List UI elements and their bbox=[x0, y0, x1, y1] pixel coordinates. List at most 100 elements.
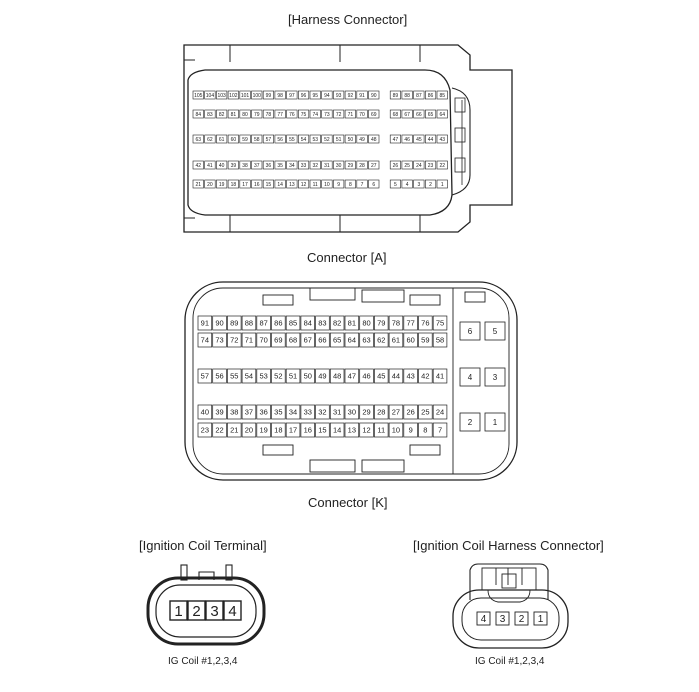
connector-k-pin-label: 49 bbox=[318, 372, 326, 381]
connector-k-large-pin-box bbox=[484, 321, 506, 341]
connector-k-pin-label: 13 bbox=[348, 426, 356, 435]
connector-k-pin-box bbox=[329, 404, 345, 420]
ignition-coil-harness-pin-box bbox=[495, 611, 510, 626]
connector-k-pin-box bbox=[285, 422, 301, 438]
harness-pin-label: 16 bbox=[254, 182, 260, 188]
harness-pin-box bbox=[309, 109, 321, 119]
harness-pin-box bbox=[356, 179, 368, 189]
harness-pin-box bbox=[368, 134, 380, 144]
harness-pin-label: 17 bbox=[242, 182, 248, 188]
harness-pin-box bbox=[297, 179, 310, 189]
harness-pin-box bbox=[333, 134, 345, 144]
connector-k-pin-box bbox=[300, 422, 315, 438]
harness-pin-box bbox=[216, 179, 228, 189]
harness-pin-box bbox=[286, 109, 298, 119]
connector-k-pin-label: 52 bbox=[274, 372, 282, 381]
harness-pin-label: 95 bbox=[312, 93, 318, 99]
connector-k-pin-label: 40 bbox=[201, 408, 209, 417]
connector-k-pin-label: 9 bbox=[409, 426, 413, 435]
harness-pin-box bbox=[356, 134, 368, 144]
connector-k-pin-box bbox=[227, 422, 242, 438]
harness-pin-box bbox=[239, 179, 251, 189]
harness-pin-label: 51 bbox=[336, 137, 342, 143]
harness-pin-box bbox=[321, 90, 333, 100]
harness-pin-label: 40 bbox=[219, 163, 225, 169]
connector-k-pin-label: 12 bbox=[362, 426, 370, 435]
connector-k-pin-box bbox=[344, 422, 360, 438]
harness-pin-box bbox=[262, 179, 275, 189]
harness-pin-label: 5 bbox=[394, 182, 397, 188]
harness-pin-label: 62 bbox=[207, 137, 213, 143]
harness-pin-label: 39 bbox=[231, 163, 237, 169]
connector-k-pin-box bbox=[359, 315, 374, 331]
harness-pin-label: 105 bbox=[194, 93, 203, 99]
harness-pin-box bbox=[401, 179, 413, 189]
harness-pin-box bbox=[297, 134, 310, 144]
connector-k-pin-box bbox=[359, 368, 374, 384]
connector-k-pin-box bbox=[241, 422, 257, 438]
connector-k-pin-label: 91 bbox=[201, 319, 209, 328]
connector-k-pin-box bbox=[403, 422, 418, 438]
harness-pin-box bbox=[286, 160, 298, 170]
harness-pin-box bbox=[356, 109, 368, 119]
harness-pin-label: 26 bbox=[393, 163, 399, 169]
connector-k-pin-box bbox=[212, 368, 227, 384]
connector-k-pin-box bbox=[329, 368, 345, 384]
connector-k-pin-label: 14 bbox=[333, 426, 341, 435]
connector-k-pin-box bbox=[403, 332, 418, 348]
connector-k-pin-label: 58 bbox=[436, 336, 444, 345]
harness-pin-label: 84 bbox=[195, 112, 201, 118]
harness-pin-label: 22 bbox=[439, 163, 445, 169]
connector-k-pin-label: 47 bbox=[348, 372, 356, 381]
connector-k-pin-label: 24 bbox=[436, 408, 444, 417]
connector-k-pin-label: 38 bbox=[230, 408, 238, 417]
harness-pin-box bbox=[424, 179, 437, 189]
harness-pin-box bbox=[424, 160, 437, 170]
harness-pin-box bbox=[204, 179, 216, 189]
ignition-coil-terminal-title: [Ignition Coil Terminal] bbox=[139, 538, 267, 553]
harness-pin-box bbox=[239, 90, 251, 100]
harness-pin-box bbox=[333, 109, 345, 119]
connector-k-pin-box bbox=[256, 332, 271, 348]
harness-pin-box bbox=[274, 134, 286, 144]
connector-k-pin-box bbox=[256, 404, 271, 420]
connector-k-pin-label: 22 bbox=[215, 426, 223, 435]
connector-k-pin-box bbox=[197, 422, 213, 438]
harness-pin-box bbox=[216, 160, 228, 170]
harness-pin-box bbox=[436, 134, 448, 144]
harness-pin-box bbox=[251, 134, 263, 144]
connector-k-pin-box bbox=[300, 404, 315, 420]
harness-pin-label: 31 bbox=[324, 163, 330, 169]
connector-k-pin-label: 77 bbox=[406, 319, 414, 328]
connector-k-pin-box bbox=[344, 332, 360, 348]
harness-pin-box bbox=[389, 134, 402, 144]
harness-pin-label: 29 bbox=[348, 163, 354, 169]
connector-k-pin-box bbox=[285, 332, 301, 348]
harness-pin-box bbox=[436, 160, 448, 170]
connector-k-pin-label: 56 bbox=[215, 372, 223, 381]
connector-k-pin-box bbox=[271, 368, 286, 384]
harness-pin-label: 9 bbox=[337, 182, 340, 188]
harness-pin-label: 93 bbox=[336, 93, 342, 99]
harness-pin-box bbox=[368, 179, 380, 189]
connector-k-large-pin-box bbox=[484, 412, 506, 432]
connector-k-pin-label: 53 bbox=[259, 372, 267, 381]
harness-pin-label: 82 bbox=[219, 112, 225, 118]
ignition-coil-harness-pin-box bbox=[533, 611, 548, 626]
connector-k-large-pin-box bbox=[459, 321, 481, 341]
ig-coil-caption-left: IG Coil #1,2,3,4 bbox=[168, 656, 238, 667]
connector-k-pin-label: 44 bbox=[392, 372, 400, 381]
harness-pin-label: 54 bbox=[301, 137, 307, 143]
harness-pin-box bbox=[192, 109, 204, 119]
harness-pin-box bbox=[413, 179, 425, 189]
harness-pin-label: 50 bbox=[348, 137, 354, 143]
connector-k-pin-box bbox=[329, 332, 345, 348]
connector-k-pin-label: 23 bbox=[201, 426, 209, 435]
harness-pin-box bbox=[356, 160, 368, 170]
harness-connector-title: [Harness Connector] bbox=[288, 12, 408, 27]
harness-pin-label: 97 bbox=[289, 93, 295, 99]
connector-k-pin-box bbox=[388, 404, 404, 420]
harness-pin-box bbox=[297, 90, 310, 100]
